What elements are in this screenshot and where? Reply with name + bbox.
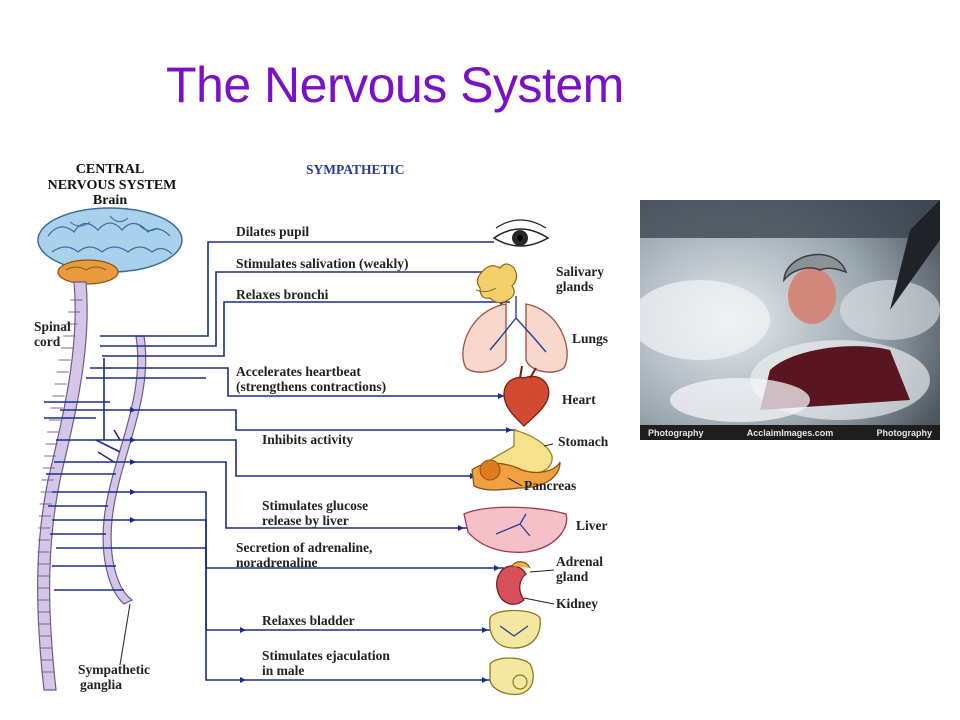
nerve-arrowhead xyxy=(240,627,246,633)
organ-pancreas: Pancreas xyxy=(524,478,576,493)
organ-salivary-line2: glands xyxy=(556,279,594,294)
spinal-cord-segments xyxy=(37,299,83,673)
nerve-arrowhead xyxy=(130,407,136,413)
heart-illustration xyxy=(503,365,550,427)
photo-watermark-bar: Photography AcclaimImages.com Photograph… xyxy=(640,425,940,440)
spinal-cord-label-line2: cord xyxy=(34,334,61,349)
effect-ejaculation-line1: Stimulates ejaculation xyxy=(262,648,390,663)
nerve-path xyxy=(56,439,478,477)
effect-adrenaline-line2: noradrenaline xyxy=(236,555,318,570)
organ-stomach: Stomach xyxy=(558,434,609,449)
effect-heartbeat-line1: Accelerates heartbeat xyxy=(236,364,361,379)
nerve-pathways xyxy=(44,241,516,683)
nerve-path xyxy=(100,241,494,337)
nerve-arrowhead xyxy=(130,517,136,523)
organ-lungs: Lungs xyxy=(572,331,608,346)
effect-salivation: Stimulates salivation (weakly) xyxy=(236,256,409,271)
organ-adrenal-line1: Adrenal xyxy=(556,554,603,569)
cns-heading-line1: CENTRAL xyxy=(76,162,144,177)
organ-heart: Heart xyxy=(562,392,596,407)
pancreas-illustration xyxy=(471,459,561,491)
sympathetic-heading: SYMPATHETIC xyxy=(306,162,405,177)
nerve-path xyxy=(56,547,492,681)
effect-heartbeat-line2: (strengthens contractions) xyxy=(236,379,386,394)
ganglia-label-line2: ganglia xyxy=(80,677,122,692)
male-organ-illustration xyxy=(489,657,534,696)
nerve-arrowhead xyxy=(240,677,246,683)
cns-heading-line2: NERVOUS SYSTEM xyxy=(48,178,177,193)
eye-illustration xyxy=(492,219,550,247)
effect-ejaculation-line2: in male xyxy=(262,663,304,678)
label-leader-lines xyxy=(507,443,555,605)
organ-kidney: Kidney xyxy=(556,596,598,611)
effect-glucose-line1: Stimulates glucose xyxy=(262,498,368,513)
brain-label: Brain xyxy=(93,193,127,208)
organ-adrenal-line2: gland xyxy=(556,569,589,584)
nerve-arrowhead xyxy=(494,565,500,571)
effect-inhibits-activity: Inhibits activity xyxy=(262,432,353,447)
watermark-left: Photography xyxy=(648,427,704,438)
nerve-arrowhead xyxy=(482,627,488,633)
nervous-system-diagram: CENTRAL NERVOUS SYSTEM Brain SYMPATHETIC… xyxy=(34,162,609,696)
effect-glucose-line2: release by liver xyxy=(262,513,349,528)
spinal-cord-label-line1: Spinal xyxy=(34,319,71,334)
effect-relaxes-bladder: Relaxes bladder xyxy=(262,613,355,628)
sympathetic-chain xyxy=(102,335,147,605)
kayaker-photo-image xyxy=(640,200,940,440)
effect-adrenaline-line1: Secretion of adrenaline, xyxy=(236,540,372,555)
salivary-glands-illustration xyxy=(475,263,518,304)
effect-relaxes-bronchi: Relaxes bronchi xyxy=(236,287,329,302)
nerve-arrowhead xyxy=(482,677,488,683)
liver-illustration xyxy=(463,506,568,553)
watermark-center: AcclaimImages.com xyxy=(746,427,834,438)
nerve-path xyxy=(90,367,508,397)
nerve-arrowhead xyxy=(130,489,136,495)
nerve-path xyxy=(97,429,121,463)
brain-illustration xyxy=(37,207,183,285)
lungs-illustration xyxy=(462,296,568,373)
nerve-arrowhead xyxy=(498,393,504,399)
nerve-arrowhead xyxy=(506,427,512,433)
nerve-arrowhead xyxy=(458,525,464,531)
nerve-path xyxy=(102,301,510,357)
ganglia-label-line1: Sympathetic xyxy=(78,662,150,677)
bladder-illustration xyxy=(489,609,541,649)
nerve-arrowhead xyxy=(130,437,136,443)
nerve-path xyxy=(100,271,484,347)
spinal-cord xyxy=(37,281,88,691)
nerve-path xyxy=(54,461,468,529)
kayaker-photo: Photography AcclaimImages.com Photograph… xyxy=(640,200,940,440)
nerve-path xyxy=(95,358,121,453)
organ-liver: Liver xyxy=(576,518,608,533)
nerve-path xyxy=(60,409,516,431)
ganglia-pointer xyxy=(119,603,131,666)
watermark-right: Photography xyxy=(876,427,932,438)
slide-title: The Nervous System xyxy=(166,57,624,113)
organ-salivary-line1: Salivary xyxy=(556,264,604,279)
effect-dilates-pupil: Dilates pupil xyxy=(236,224,309,239)
nerve-arrowhead xyxy=(130,459,136,465)
adrenal-kidney-illustration xyxy=(496,561,531,605)
